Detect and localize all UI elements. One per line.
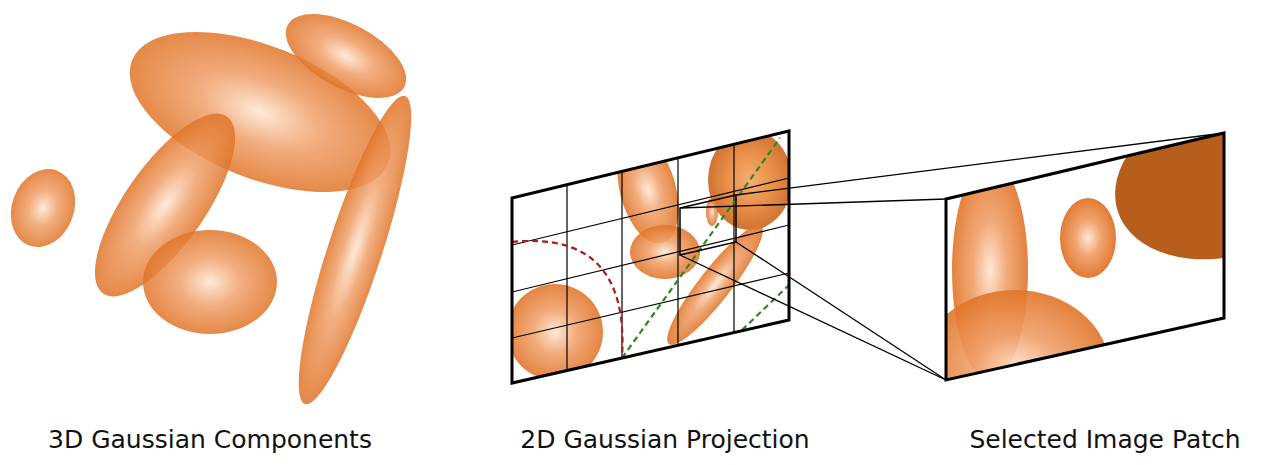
- caption-label: 3D Gaussian Components: [48, 425, 372, 455]
- image-patch: [920, 62, 1265, 450]
- caption-label: Selected Image Patch: [969, 425, 1240, 455]
- projection-panel: [507, 120, 792, 400]
- caption-label: 2D Gaussian Projection: [520, 425, 809, 455]
- gaussian-ellipsoids: [0, 0, 431, 412]
